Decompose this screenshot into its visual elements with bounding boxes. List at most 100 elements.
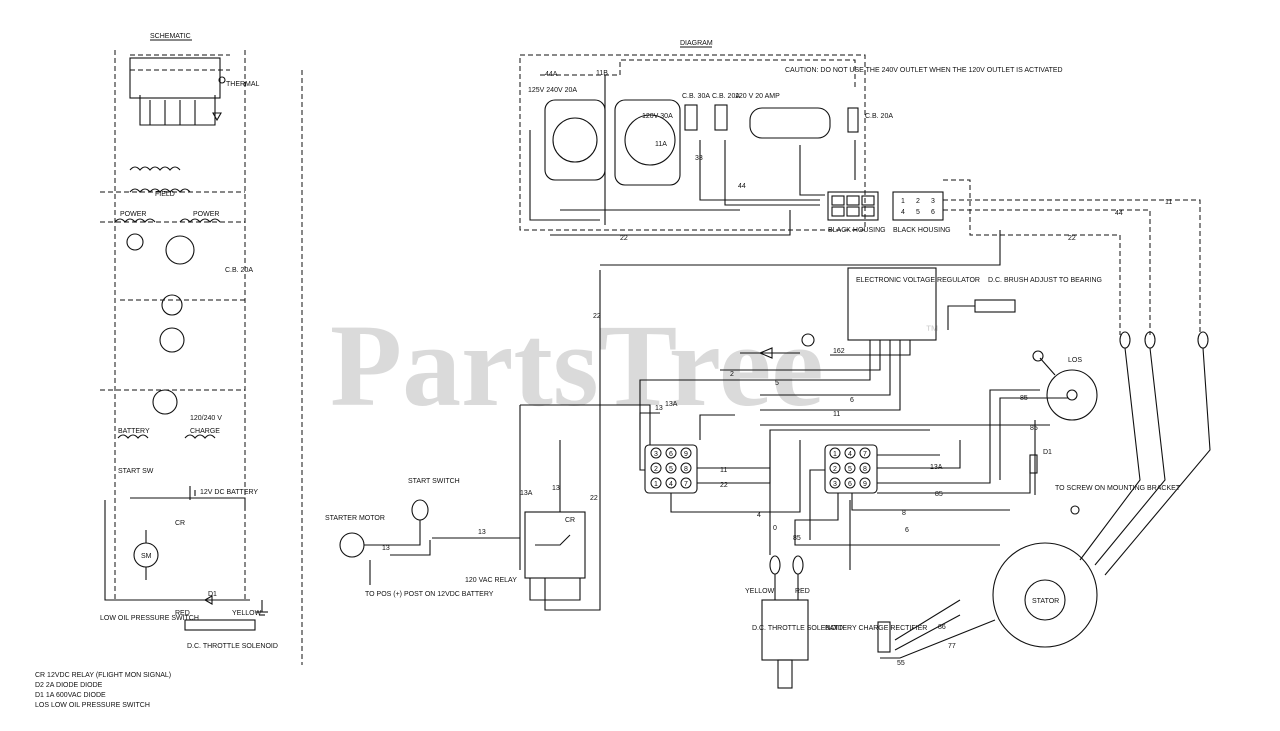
diode-d1-symbol <box>203 595 213 605</box>
wire-number: 44A <box>545 71 558 78</box>
wire-number: 22 <box>1068 235 1076 242</box>
pin-number: 3 <box>654 451 658 458</box>
wire-number: 44 <box>738 183 746 190</box>
receptacle-120v-20a <box>749 107 831 139</box>
black-housing-2 <box>892 191 944 221</box>
wire-number: 22 <box>593 313 601 320</box>
watermark-trademark: ™ <box>925 322 939 338</box>
pin-number: 5 <box>669 466 673 473</box>
los-label: LOS <box>1068 357 1082 364</box>
receptacle-symbol <box>159 327 185 353</box>
wire-number: 11B <box>596 70 608 77</box>
pin-number: 4 <box>848 451 852 458</box>
pin-number: 9 <box>684 451 688 458</box>
d1-diagram-label: D1 <box>1043 449 1052 456</box>
wire-number: 85 <box>793 535 801 542</box>
wire-number: 22 <box>720 482 728 489</box>
throttle-solenoid-symbol <box>184 619 256 631</box>
receptacle-120-30-label: 120V 30A <box>642 113 673 120</box>
schematic-panel: SCHEMATIC THERMAL FIELD POWER POWER <box>35 33 303 709</box>
starter-motor <box>339 532 365 558</box>
low-oil-pressure-switch <box>1046 369 1098 421</box>
wire-number: 22 <box>590 495 598 502</box>
wire-number: 13 <box>478 529 486 536</box>
wire-number: 13A <box>665 401 678 408</box>
caution-label: CAUTION: DO NOT USE THE 240V OUTLET WHEN… <box>785 67 1063 74</box>
connector-left-pins: 3 6 9 2 5 8 1 4 7 <box>650 447 692 489</box>
housing-pin: 5 <box>916 209 920 216</box>
dc-brush-label: D.C. BRUSH ADJUST TO BEARING <box>988 277 1102 284</box>
cr-relay-label: CR <box>565 517 575 524</box>
wire-number: 0 <box>773 525 777 532</box>
legend-line: D1 1A 600VAC DIODE <box>35 692 106 699</box>
throttle-solenoid-label: D.C. THROTTLE SOLENOID <box>752 625 843 632</box>
dc-brush <box>974 299 1016 313</box>
wire-number: 8 <box>902 510 906 517</box>
wire-number: 11 <box>720 467 727 474</box>
field-label: FIELD <box>155 191 175 198</box>
to-pos-label: TO POS (+) POST ON 12VDC BATTERY <box>365 591 494 598</box>
housing-pin: 1 <box>901 198 905 205</box>
connector-right <box>824 444 878 494</box>
control-panel-outline <box>519 54 866 231</box>
bullet-connector-yellow <box>769 555 781 575</box>
bullet-connector <box>1197 331 1209 349</box>
receptacle-240-label: 125V 240V 20A <box>528 87 577 94</box>
black-housing-1-label: BLACK HOUSING <box>828 227 886 234</box>
wire-number: 85 <box>1030 425 1038 432</box>
rectifier-label: BATTERY CHARGE RECTIFIER <box>825 625 927 632</box>
pin-number: 7 <box>684 481 688 488</box>
wire-number: 55 <box>897 660 905 667</box>
low-oil-pressure-switch-label: LOW OIL PRESSURE SWITCH <box>100 615 199 622</box>
sm-label: SM <box>141 553 152 560</box>
wire-number: 85 <box>935 491 943 498</box>
red-label: RED <box>175 610 190 617</box>
pin-number: 3 <box>833 481 837 488</box>
legend-line: D2 2A DIODE DIODE <box>35 682 103 689</box>
wire-number: 13 <box>382 545 390 552</box>
cr-label: CR <box>175 520 185 527</box>
black-housing-2-label: BLACK HOUSING <box>893 227 951 234</box>
legend-line: LOS LOW OIL PRESSURE SWITCH <box>35 702 150 709</box>
starter-motor-label: STARTER MOTOR <box>325 515 385 522</box>
yellow-wire-label: YELLOW <box>745 588 775 595</box>
ground-screw <box>1070 505 1080 515</box>
receptacle-symbol <box>161 294 183 316</box>
diagram-panel: DIAGRAM 125V 240V 20A 120V 30A C.B. 30A … <box>325 40 1211 689</box>
voltage-regulator-label: ELECTRONIC VOLTAGE REGULATOR <box>856 277 980 284</box>
red-wire-label: RED <box>795 588 810 595</box>
diode-d2-symbol <box>212 112 222 122</box>
wire-number: 86 <box>938 624 946 631</box>
diagram-heading: DIAGRAM <box>680 40 713 47</box>
pin-number: 2 <box>654 466 658 473</box>
brush-terminal <box>801 333 815 347</box>
v120-240-label: 120/240 V <box>190 415 222 422</box>
receptacle-symbol <box>165 235 195 265</box>
battery-charge-rectifier <box>877 621 891 653</box>
wire-number: 4 <box>757 512 761 519</box>
housing-pin: 4 <box>901 209 905 216</box>
battery-winding-label: BATTERY <box>118 428 150 435</box>
wire-number: 13A <box>520 490 533 497</box>
stator <box>992 542 1098 648</box>
wire-number: 85 <box>1020 395 1028 402</box>
relay-120vac <box>524 511 586 579</box>
pin-number: 8 <box>863 466 867 473</box>
start-sw-label: START SW <box>118 468 154 475</box>
diode-d1 <box>1029 454 1038 474</box>
receptacle-symbol <box>152 389 178 415</box>
schematic-heading: SCHEMATIC <box>150 33 191 40</box>
pin-number: 5 <box>848 466 852 473</box>
watermark-text: PartsTree <box>330 300 824 431</box>
wire-number: 11 <box>1165 199 1172 206</box>
start-switch <box>411 499 429 521</box>
pin-number: 1 <box>654 481 658 488</box>
receptacle-symbol <box>126 233 144 251</box>
yellow-label: YELLOW <box>232 610 262 617</box>
pin-number: 4 <box>669 481 673 488</box>
wire-number: 6 <box>905 527 909 534</box>
cb-20a-right-label: C.B. 20A <box>865 113 893 120</box>
wire-number: 77 <box>948 643 956 650</box>
cb-20a <box>714 104 728 131</box>
